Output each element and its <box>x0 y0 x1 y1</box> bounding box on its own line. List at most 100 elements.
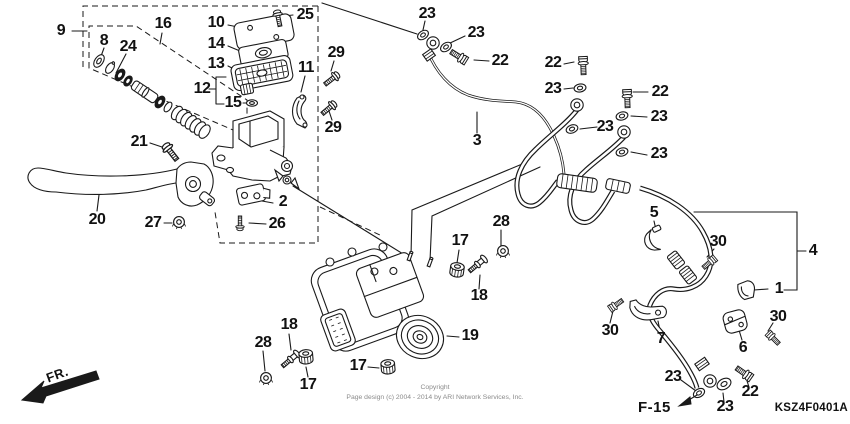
callout-22[interactable]: 22 <box>651 83 669 100</box>
callout-17[interactable]: 17 <box>299 376 317 393</box>
pivot-nut-27 <box>171 216 187 230</box>
callout-7[interactable]: 7 <box>656 330 666 347</box>
callout-23[interactable]: 23 <box>544 80 562 97</box>
callout-26[interactable]: 26 <box>268 215 286 232</box>
figure-reference-label[interactable]: F-15 <box>638 399 671 416</box>
washer-23h <box>714 375 734 393</box>
washer-23g <box>691 385 707 401</box>
reservoir-diaphragm <box>230 55 294 92</box>
washer-15 <box>245 99 259 107</box>
callout-23[interactable]: 23 <box>716 398 734 415</box>
handlebar-clamp-11 <box>291 94 308 129</box>
hose-loop-b <box>567 135 626 225</box>
callout-28[interactable]: 28 <box>492 213 510 230</box>
figure-code: KSZ4F0401A <box>774 402 848 414</box>
bolt-29b <box>318 98 340 119</box>
callout-28[interactable]: 28 <box>254 334 272 351</box>
callout-13[interactable]: 13 <box>207 55 225 72</box>
callout-30[interactable]: 30 <box>709 233 727 250</box>
callout-2[interactable]: 2 <box>278 193 288 210</box>
callout-18[interactable]: 18 <box>470 287 488 304</box>
callout-10[interactable]: 10 <box>207 14 225 31</box>
callout-22[interactable]: 22 <box>544 54 562 71</box>
banjo-bolt-22c <box>621 88 634 109</box>
nut-28b <box>258 372 274 386</box>
callout-14[interactable]: 14 <box>207 35 225 52</box>
washer-23e <box>614 110 630 122</box>
copyright-line2: Page design (c) 2004 - 2014 by ARI Netwo… <box>346 393 524 401</box>
lever-bracket-2 <box>236 183 271 206</box>
callout-30[interactable]: 30 <box>769 308 787 325</box>
washer-23c <box>572 82 588 94</box>
callout-23[interactable]: 23 <box>650 145 668 162</box>
callout-1[interactable]: 1 <box>774 280 784 297</box>
banjo-bolt-22b <box>577 55 590 76</box>
f15-reference-arrow <box>677 394 698 407</box>
fr-direction-arrow <box>20 370 100 404</box>
callout-25[interactable]: 25 <box>296 6 314 23</box>
bolt-30b <box>606 296 626 314</box>
callout-17[interactable]: 17 <box>349 357 367 374</box>
nut-17b <box>298 348 314 366</box>
callout-23[interactable]: 23 <box>650 108 668 125</box>
callout-23[interactable]: 23 <box>418 5 436 22</box>
hose-union-fitting <box>605 178 631 194</box>
banjo-bolt-22a <box>447 46 470 67</box>
callout-8[interactable]: 8 <box>99 32 109 49</box>
callout-19[interactable]: 19 <box>461 327 479 344</box>
callout-23[interactable]: 23 <box>596 118 614 135</box>
banjo-eye-a <box>570 98 584 112</box>
master-cylinder-body <box>211 110 301 191</box>
banjo-bolt-22d <box>733 363 755 383</box>
abs-connector <box>320 308 356 352</box>
callout-6[interactable]: 6 <box>738 339 748 356</box>
callout-12[interactable]: 12 <box>193 80 211 97</box>
hose-adjuster-fitting-a <box>666 249 686 271</box>
callout-23[interactable]: 23 <box>467 24 485 41</box>
callout-23[interactable]: 23 <box>664 368 682 385</box>
bolt-30c <box>764 329 783 348</box>
nut-28a <box>495 245 511 259</box>
hose-clamp-1 <box>737 280 756 301</box>
callout-30[interactable]: 30 <box>601 322 619 339</box>
callout-16[interactable]: 16 <box>154 15 172 32</box>
bolt-29a <box>321 69 343 89</box>
callout-24[interactable]: 24 <box>119 38 137 55</box>
copyright-notice: Copyright Page design (c) 2004 - 2014 by… <box>280 383 590 402</box>
callout-4[interactable]: 4 <box>808 242 818 259</box>
hose-clamp-5 <box>644 224 662 251</box>
nut-17a <box>448 261 466 279</box>
callout-15[interactable]: 15 <box>224 94 242 111</box>
washer-23f <box>614 146 630 158</box>
callout-22[interactable]: 22 <box>741 383 759 400</box>
brake-lever <box>27 161 216 207</box>
callout-20[interactable]: 20 <box>88 211 106 228</box>
callout-29[interactable]: 29 <box>324 119 342 136</box>
hose-loop-a <box>514 108 579 209</box>
pivot-bolt-21 <box>159 140 182 165</box>
banjo-eye <box>426 36 440 50</box>
callout-22[interactable]: 22 <box>491 52 509 69</box>
hose-end-collar <box>694 356 710 372</box>
callout-18[interactable]: 18 <box>280 316 298 333</box>
callout-9[interactable]: 9 <box>56 22 66 39</box>
spring-coil <box>170 105 211 139</box>
hose-clamp-7 <box>629 299 667 321</box>
callout-21[interactable]: 21 <box>130 133 148 150</box>
abs-modulator <box>310 242 445 360</box>
brake-hose-4 <box>639 185 714 389</box>
callout-11[interactable]: 11 <box>298 59 314 76</box>
callout-29[interactable]: 29 <box>327 44 345 61</box>
copyright-line1: Copyright <box>420 384 450 391</box>
banjo-eye-b <box>617 125 631 139</box>
abs-motor <box>395 314 445 360</box>
piston-kit <box>93 54 211 139</box>
callout-3[interactable]: 3 <box>472 132 482 149</box>
hose-union <box>556 173 598 193</box>
callout-17[interactable]: 17 <box>451 232 469 249</box>
callout-5[interactable]: 5 <box>649 204 659 221</box>
callout-27[interactable]: 27 <box>144 214 162 231</box>
bolt-26 <box>235 215 245 232</box>
